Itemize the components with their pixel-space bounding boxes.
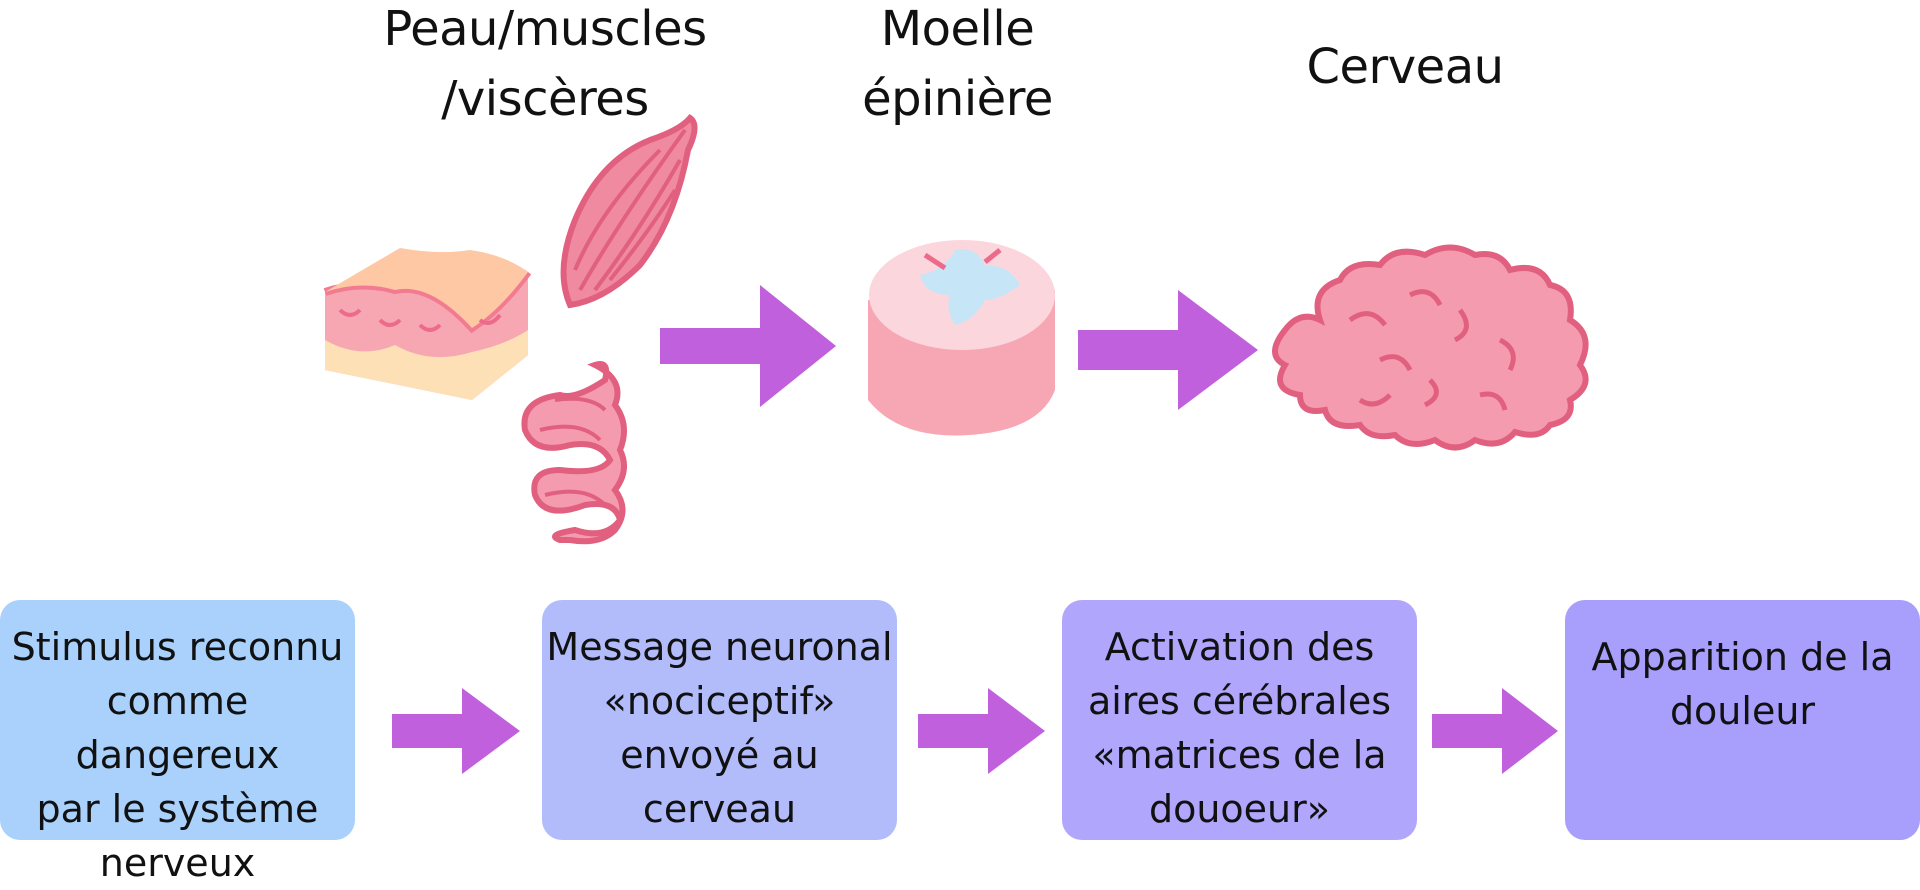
step-text: Message neuronal «nociceptif» envoyé au …	[546, 625, 893, 831]
brain-icon	[1272, 244, 1589, 451]
skin-layer-icon	[323, 248, 532, 400]
step-box-stimulus: Stimulus reconnu comme dangereux par le …	[0, 600, 355, 885]
intestine-icon	[521, 361, 627, 545]
step-box-message: Message neuronal «nociceptif» envoyé au …	[542, 600, 897, 840]
arrow-right-icon	[1078, 290, 1258, 410]
arrow-right-icon	[392, 688, 520, 774]
spinal-cord-icon	[868, 240, 1055, 436]
arrow-right-icon	[660, 285, 836, 407]
step-box-pain: Apparition de la douleur	[1565, 600, 1920, 840]
step-box-activation: Activation des aires cérébrales «matrice…	[1062, 600, 1417, 840]
muscle-icon	[560, 113, 698, 309]
label-brain: Cerveau	[1306, 39, 1504, 95]
arrow-right-icon	[918, 688, 1045, 774]
label-skin-muscles-viscera: Peau/muscles /viscères	[383, 1, 707, 127]
label-spinal-cord: Moelle épinière	[862, 1, 1053, 127]
arrow-right-icon	[1432, 688, 1558, 774]
illustration-layer	[323, 113, 1589, 774]
step-text: Stimulus reconnu comme dangereux par le …	[11, 625, 344, 885]
step-text: Apparition de la douleur	[1591, 635, 1894, 733]
step-text: Activation des aires cérébrales «matrice…	[1087, 625, 1392, 831]
